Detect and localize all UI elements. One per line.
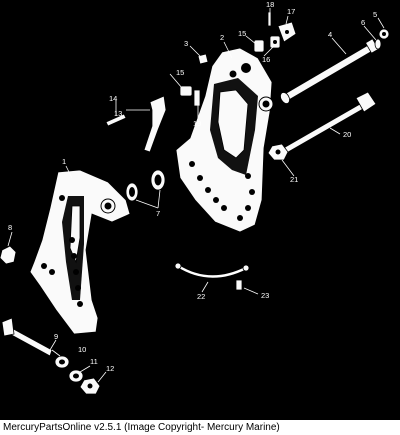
callout-11: 11 xyxy=(90,357,98,366)
callout-6: 6 xyxy=(361,18,365,27)
callout-1: 1 xyxy=(62,157,66,166)
washer-7a xyxy=(125,182,139,202)
callout-9: 9 xyxy=(54,332,58,341)
bushing-16 xyxy=(269,35,281,49)
nut-21 xyxy=(267,143,289,161)
callout-15-top: 15 xyxy=(238,29,246,38)
bolt-9 xyxy=(1,317,53,357)
callout-12: 12 xyxy=(106,364,114,373)
washer-6 xyxy=(374,38,382,50)
callout-10: 10 xyxy=(78,345,86,354)
pin-19 xyxy=(193,89,201,107)
callout-14: 14 xyxy=(109,94,117,103)
screw-23 xyxy=(235,279,243,291)
clip-17 xyxy=(277,21,297,43)
callout-5: 5 xyxy=(373,10,377,19)
pin-3 xyxy=(197,53,209,65)
callout-19: 19 xyxy=(193,119,201,128)
callout-23: 23 xyxy=(261,291,269,300)
tilt-lever-13 xyxy=(143,95,167,153)
callout-4: 4 xyxy=(328,30,332,39)
cotter-pin-18 xyxy=(267,11,272,27)
bushing-15-top xyxy=(253,39,265,53)
leader-lines xyxy=(7,8,385,383)
spring-14 xyxy=(105,113,127,127)
callout-2: 2 xyxy=(220,33,224,42)
callout-labels: 1 2 3 4 5 6 7 8 9 10 11 12 13 14 15 15 1… xyxy=(8,0,377,373)
washer-11 xyxy=(68,369,84,383)
callout-8: 8 xyxy=(8,223,12,232)
nut-12 xyxy=(79,377,101,395)
long-bolt-20 xyxy=(279,91,377,156)
callout-20: 20 xyxy=(343,130,351,139)
transom-bracket-left xyxy=(29,169,131,335)
washer-7b xyxy=(150,169,166,191)
callout-18: 18 xyxy=(266,0,274,9)
nut-5 xyxy=(378,28,390,40)
callout-22: 22 xyxy=(197,292,205,301)
bushing-15-mid xyxy=(179,85,193,97)
transom-bracket-right xyxy=(175,47,274,233)
copyright-caption: MercuryPartsOnline v2.5.1 (Image Copyrig… xyxy=(0,420,400,435)
callout-3: 3 xyxy=(184,39,188,48)
ground-strap-22 xyxy=(174,262,250,278)
nut-8 xyxy=(0,245,17,265)
callout-15-mid: 15 xyxy=(176,68,184,77)
callout-16: 16 xyxy=(262,55,270,64)
washer-10 xyxy=(54,355,70,369)
callout-7: 7 xyxy=(156,209,160,218)
callout-17: 17 xyxy=(287,7,295,16)
exploded-parts-diagram: 1 2 3 4 5 6 7 8 9 10 11 12 13 14 15 15 1… xyxy=(0,0,390,395)
callout-13: 13 xyxy=(114,109,122,118)
callout-21: 21 xyxy=(290,175,298,184)
